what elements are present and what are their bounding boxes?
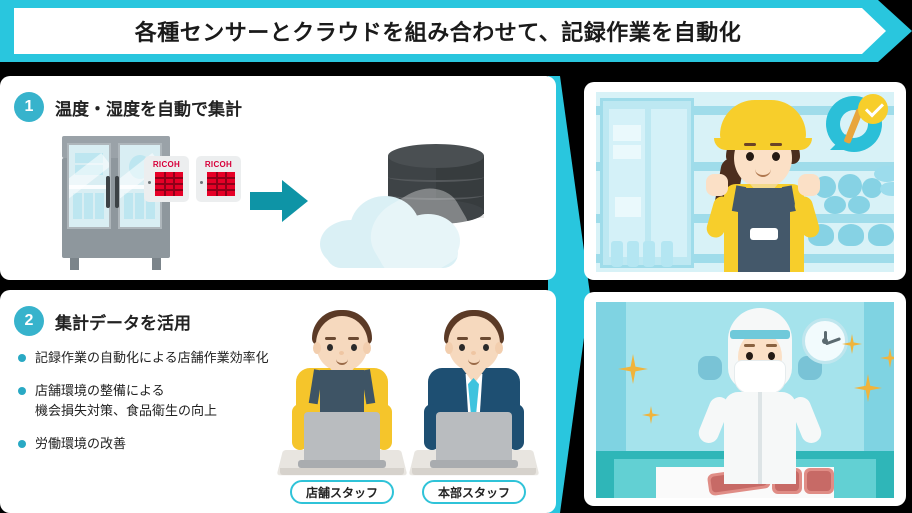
bullet-dot-icon bbox=[18, 354, 26, 362]
cooler-cabinet-icon bbox=[600, 98, 694, 268]
store-staff-illustration: 店舗スタッフ bbox=[276, 308, 408, 504]
panel-2-title: 集計データを活用 bbox=[55, 313, 191, 333]
list-item: 労働環境の改善 bbox=[18, 434, 288, 454]
store-clerk-figure bbox=[704, 100, 822, 272]
bullet-dot-icon bbox=[18, 387, 26, 396]
panel-2-header: 2 集計データを活用 bbox=[0, 290, 556, 336]
header-banner-inner: 各種センサーとクラウドを組み合わせて、記録作業を自動化 bbox=[14, 8, 886, 54]
benefit-text-3: 労働環境の改善 bbox=[35, 436, 127, 452]
store-staff-label: 店舗スタッフ bbox=[290, 480, 394, 504]
benefit-list: 記録作業の自動化による店舗作業効率化 店舗環境の整備による 機会損失対策、食品衛… bbox=[18, 348, 288, 468]
factory-scene bbox=[596, 302, 894, 498]
staff-illustrations: 店舗スタッフ 本部スタッフ bbox=[270, 308, 546, 504]
ricoh-brand-label-2: RICOH bbox=[204, 160, 233, 169]
store-scene bbox=[596, 92, 894, 272]
ricoh-sensor-device-2: RICOH bbox=[196, 156, 241, 202]
sensor-display-1 bbox=[155, 172, 183, 196]
sanitary-worker-figure bbox=[695, 308, 825, 484]
step-badge-2: 2 bbox=[14, 306, 44, 336]
wall-clock-icon bbox=[802, 318, 848, 364]
benefit-text-1: 記録作業の自動化による店舗作業効率化 bbox=[35, 350, 269, 365]
panel-1-illustration: RICOH RICOH bbox=[0, 130, 556, 280]
ricoh-sensor-device-1: RICOH bbox=[144, 156, 189, 202]
hq-staff-label: 本部スタッフ bbox=[422, 480, 526, 504]
cloud-icon bbox=[320, 175, 482, 280]
face-mask-icon bbox=[734, 360, 786, 394]
hq-staff-illustration: 本部スタッフ bbox=[408, 308, 540, 504]
list-item: 店舗環境の整備による 機会損失対策、食品衛生の向上 bbox=[18, 381, 288, 421]
panel-1-header: 1 温度・湿度を自動で集計 bbox=[0, 76, 556, 122]
page-title: 各種センサーとクラウドを組み合わせて、記録作業を自動化 bbox=[134, 20, 742, 45]
header-banner: 各種センサーとクラウドを組み合わせて、記録作業を自動化 bbox=[0, 0, 912, 62]
photo-factory-worker bbox=[584, 292, 906, 506]
bullet-dot-icon bbox=[18, 440, 26, 449]
panel-step-1: 1 温度・湿度を自動で集計 bbox=[0, 76, 556, 280]
benefit-text-2: 店舗環境の整備による 機会損失対策、食品衛生の向上 bbox=[35, 383, 218, 419]
step-badge-1: 1 bbox=[14, 92, 44, 122]
database-icon bbox=[388, 144, 484, 228]
data-flow-arrow-icon bbox=[250, 180, 308, 222]
refrigerator-icon bbox=[62, 136, 170, 272]
ricoh-brand-label-1: RICOH bbox=[152, 160, 181, 169]
sync-check-icon bbox=[826, 94, 888, 156]
panel-step-2: 2 集計データを活用 記録作業の自動化による店舗作業効率化 店舗環境の整備による… bbox=[0, 290, 556, 513]
panel-1-title: 温度・湿度を自動で集計 bbox=[55, 99, 242, 119]
list-item: 記録作業の自動化による店舗作業効率化 bbox=[18, 348, 288, 368]
glove-icon bbox=[698, 356, 722, 380]
name-tag bbox=[750, 228, 778, 240]
sensor-display-2 bbox=[207, 172, 235, 196]
photo-store-clerk bbox=[584, 82, 906, 280]
